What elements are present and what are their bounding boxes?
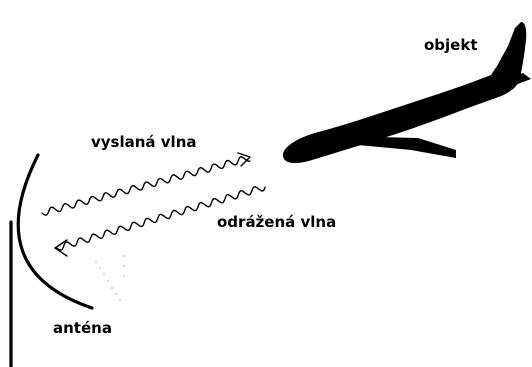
dotted-trace (95, 255, 125, 301)
object-label: objekt (424, 36, 478, 54)
emitted-wave-label: vyslaná vlna (91, 133, 197, 151)
reflected-wave-label: odrážená vlna (217, 213, 336, 231)
airplane-wing-lower (358, 137, 456, 158)
antenna-dish (18, 155, 92, 308)
airplane-icon (283, 22, 531, 163)
antenna-label: anténa (53, 319, 112, 337)
emitted-wave-arrowhead (238, 153, 250, 166)
emitted-wave-arrow (42, 153, 250, 215)
emitted-wave (42, 157, 250, 215)
